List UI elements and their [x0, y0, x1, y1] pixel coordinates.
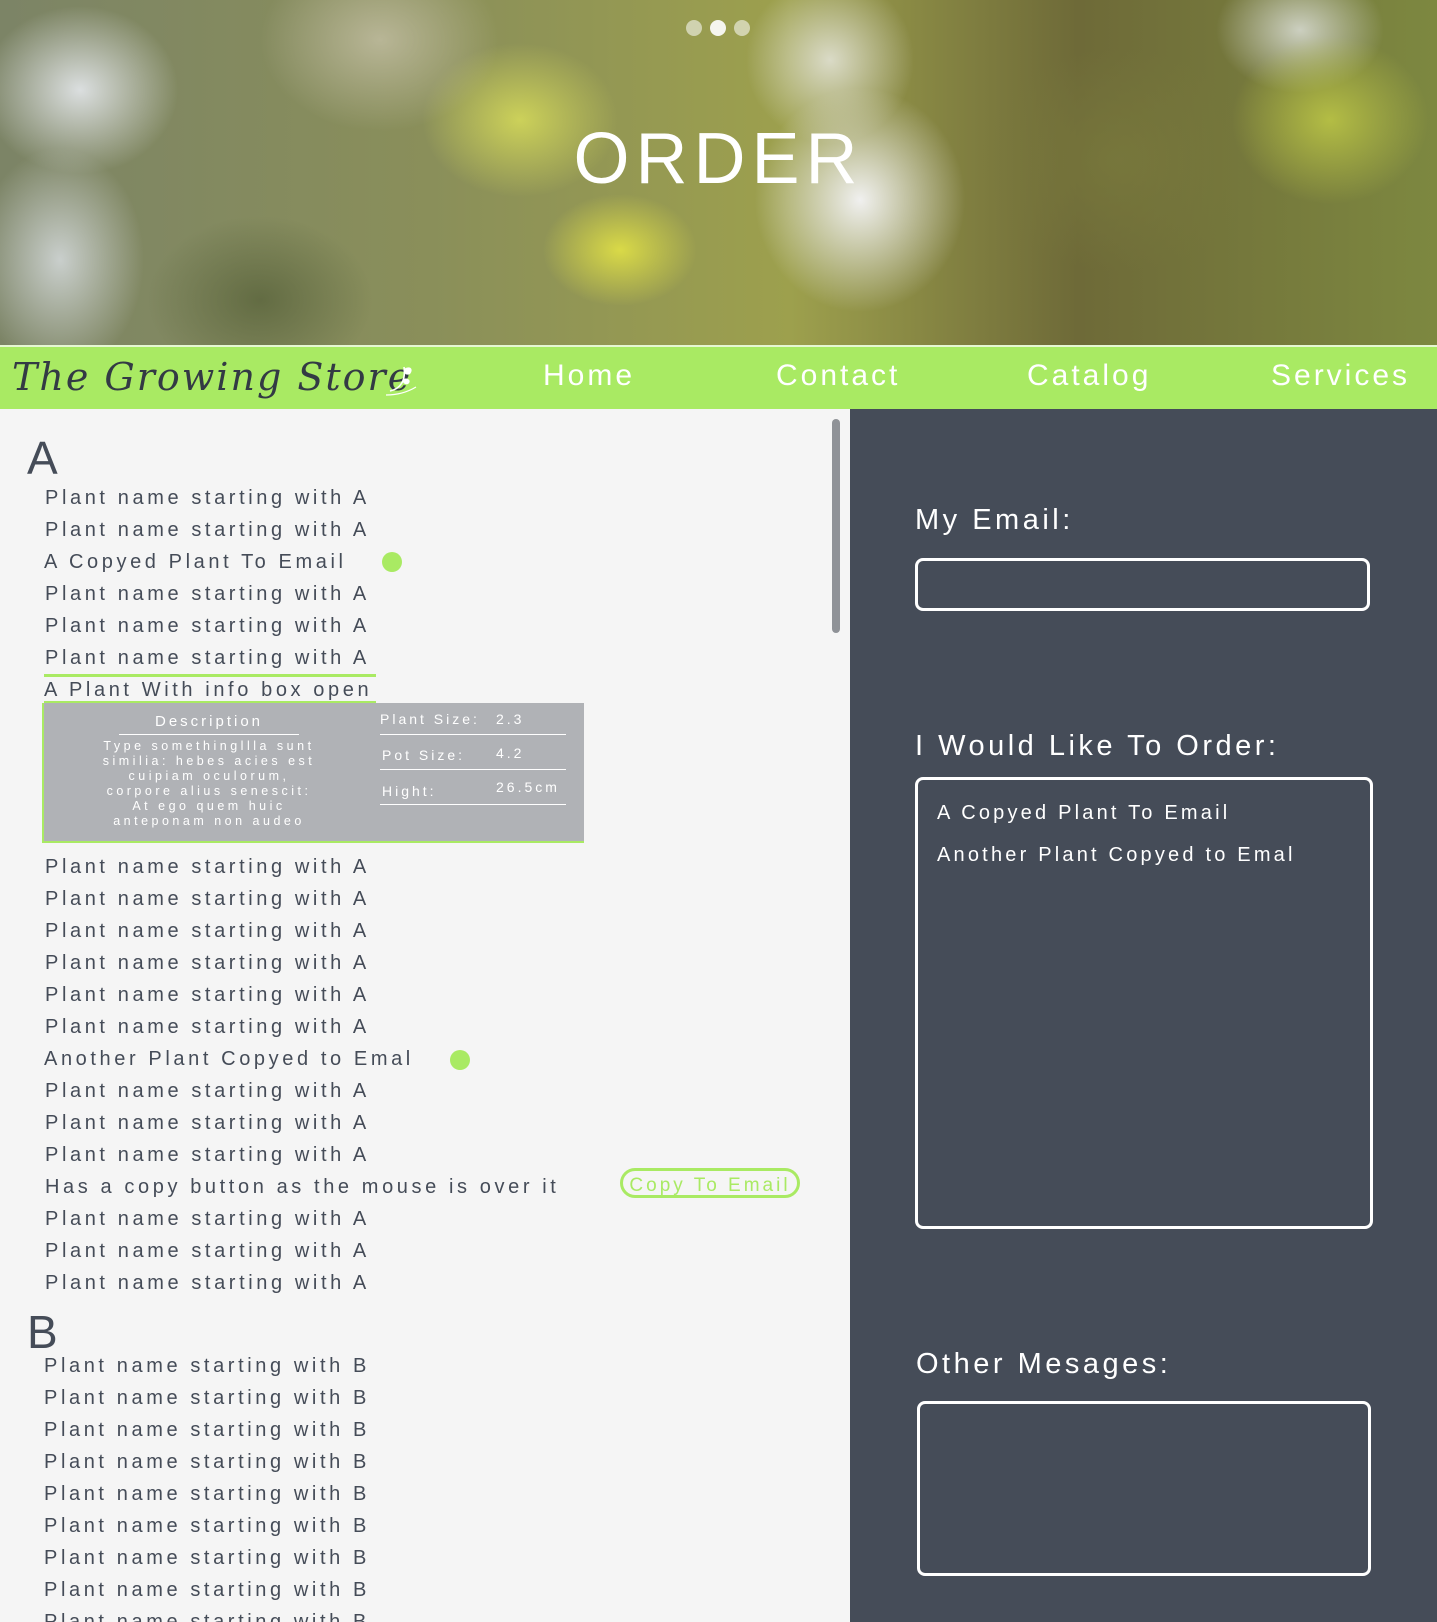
- plant-item-info-open[interactable]: A Plant With info box open: [44, 679, 373, 701]
- copied-indicator-dot: [382, 552, 402, 572]
- plant-item[interactable]: Plant name starting with A: [45, 1080, 370, 1102]
- selected-item-underline: [44, 674, 376, 677]
- page-title: ORDER: [573, 119, 864, 199]
- description-line: corpore alius senescit:: [106, 784, 312, 798]
- plant-size-value: 2.3: [496, 711, 525, 727]
- carousel-dots: [686, 20, 750, 36]
- plant-item-copied[interactable]: A Copyed Plant To Email: [44, 551, 347, 573]
- nav-services[interactable]: Services: [1271, 359, 1411, 392]
- plant-item[interactable]: Plant name starting with B: [44, 1483, 370, 1505]
- plant-item[interactable]: Plant name starting with A: [45, 1208, 370, 1230]
- hero-banner: ORDER: [0, 0, 1437, 345]
- description-line: At ego quem huic: [132, 799, 286, 813]
- plant-item[interactable]: Plant name starting with B: [44, 1419, 370, 1441]
- selected-item-underline: [44, 701, 376, 704]
- plant-item[interactable]: Plant name starting with A: [45, 920, 370, 942]
- carousel-dot-1[interactable]: [686, 20, 702, 36]
- plant-item[interactable]: Plant name starting with B: [44, 1355, 370, 1377]
- description-divider: [119, 734, 299, 735]
- messages-textarea[interactable]: [917, 1401, 1371, 1576]
- plant-item[interactable]: Plant name starting with A: [45, 1240, 370, 1262]
- order-item[interactable]: A Copyed Plant To Email: [937, 802, 1231, 824]
- order-list-box[interactable]: A Copyed Plant To Email Another Plant Co…: [915, 777, 1373, 1229]
- height-value: 26.5cm: [496, 779, 560, 795]
- nav-contact[interactable]: Contact: [776, 359, 901, 392]
- description-line: cuipiam oculorum,: [128, 769, 290, 783]
- plant-item[interactable]: Plant name starting with A: [45, 888, 370, 910]
- section-letter-b: B: [27, 1306, 58, 1358]
- pot-size-label: Pot Size:: [382, 747, 466, 763]
- plant-item[interactable]: Plant name starting with A: [45, 487, 370, 509]
- plant-item[interactable]: Plant name starting with A: [45, 1112, 370, 1134]
- plant-item[interactable]: Plant name starting with A: [45, 615, 370, 637]
- nav-home[interactable]: Home: [543, 359, 636, 392]
- plant-item[interactable]: Plant name starting with B: [44, 1547, 370, 1569]
- plant-item[interactable]: Plant name starting with A: [45, 856, 370, 878]
- carousel-dot-2[interactable]: [710, 20, 726, 36]
- description-title: Description: [154, 713, 264, 730]
- description-text: Type somethingllla sunt similia: hebes a…: [74, 739, 344, 829]
- plant-item[interactable]: Plant name starting with B: [44, 1387, 370, 1409]
- plant-item[interactable]: Plant name starting with A: [45, 647, 370, 669]
- section-letter-a: A: [27, 432, 58, 484]
- plant-size-label: Plant Size:: [380, 711, 480, 727]
- plant-item[interactable]: Plant name starting with A: [45, 519, 370, 541]
- info-divider: [380, 769, 566, 770]
- description-line: Type somethingllla sunt: [103, 739, 315, 753]
- height-label: Hight:: [382, 783, 437, 799]
- plant-item[interactable]: Plant name starting with B: [44, 1515, 370, 1537]
- copy-to-email-button[interactable]: Copy To Email: [620, 1168, 800, 1198]
- leaf-icon: [386, 366, 417, 396]
- info-divider: [380, 804, 566, 805]
- plant-catalog-list[interactable]: A Plant name starting with A Plant name …: [0, 409, 848, 1622]
- email-input[interactable]: [915, 558, 1370, 611]
- brand-logo-text[interactable]: The Growing Store: [12, 355, 413, 399]
- top-navigation: The Growing Store Home Contact Catalog S…: [0, 345, 1437, 409]
- plant-item[interactable]: Plant name starting with A: [45, 984, 370, 1006]
- plant-info-box: Description Type somethingllla sunt simi…: [42, 703, 584, 843]
- email-label: My Email:: [915, 504, 1074, 536]
- carousel-dot-3[interactable]: [734, 20, 750, 36]
- plant-item[interactable]: Plant name starting with A: [45, 952, 370, 974]
- description-line: anteponam non audeo: [113, 814, 305, 828]
- order-label: I Would Like To Order:: [915, 730, 1280, 762]
- nav-catalog[interactable]: Catalog: [1027, 359, 1152, 392]
- plant-item[interactable]: Plant name starting with A: [45, 1144, 370, 1166]
- scrollbar-thumb[interactable]: [832, 419, 840, 633]
- info-divider: [380, 734, 566, 735]
- order-form-panel: My Email: I Would Like To Order: A Copye…: [850, 409, 1437, 1622]
- order-item[interactable]: Another Plant Copyed to Emal: [937, 844, 1296, 866]
- plant-item[interactable]: Plant name starting with B: [44, 1579, 370, 1601]
- plant-item[interactable]: Plant name starting with B: [44, 1451, 370, 1473]
- messages-label: Other Mesages:: [916, 1348, 1172, 1380]
- plant-item[interactable]: Plant name starting with A: [45, 583, 370, 605]
- description-line: similia: hebes acies est: [102, 754, 316, 768]
- plant-item[interactable]: Plant name starting with A: [45, 1016, 370, 1038]
- copied-indicator-dot: [450, 1050, 470, 1070]
- plant-item-hovered[interactable]: Has a copy button as the mouse is over i…: [45, 1176, 560, 1198]
- plant-item[interactable]: Plant name starting with A: [45, 1272, 370, 1294]
- plant-item[interactable]: Plant name starting with B: [44, 1611, 370, 1622]
- plant-item-copied[interactable]: Another Plant Copyed to Emal: [44, 1048, 414, 1070]
- pot-size-value: 4.2: [496, 745, 525, 761]
